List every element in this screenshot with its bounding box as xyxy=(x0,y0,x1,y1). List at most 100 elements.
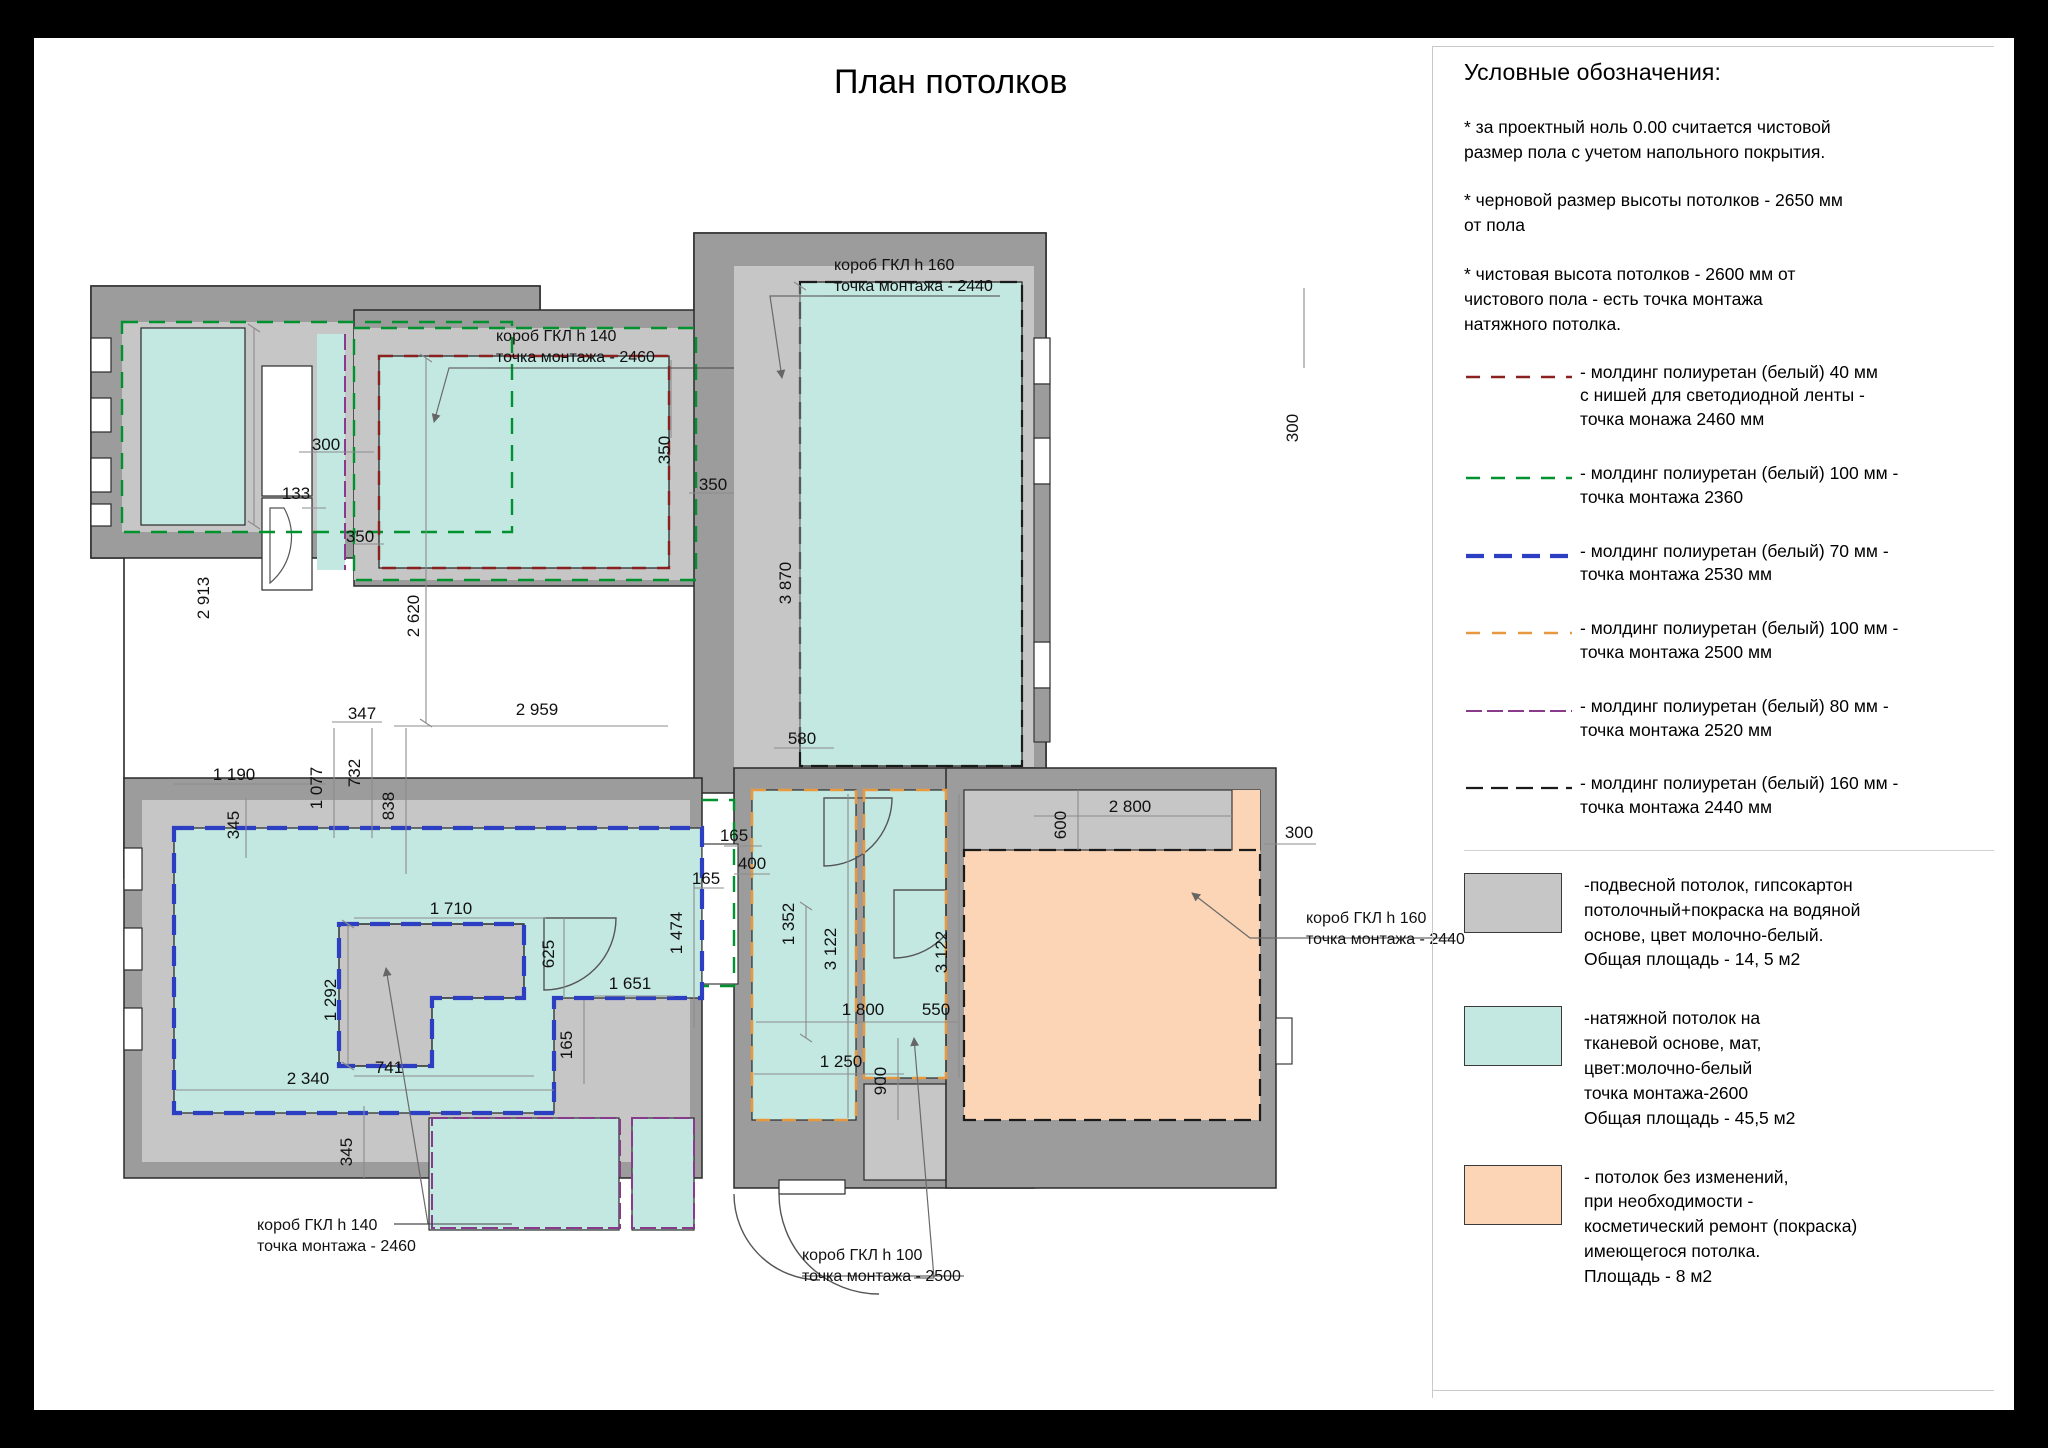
stretch-bath xyxy=(863,789,947,1079)
callout-line: точка монтажа - 2460 xyxy=(496,349,655,366)
molding-legend-item: - молдинг полиуретан (белый) 70 мм - точ… xyxy=(1464,540,1994,588)
molding-line-sample xyxy=(1464,627,1580,639)
dimension-label: 838 xyxy=(379,792,398,820)
legend-note-2: * чистовая высота потолков - 2600 мм от … xyxy=(1464,264,1796,334)
legend-separator xyxy=(1464,849,1994,851)
dimension-label: 347 xyxy=(348,704,376,723)
window-left-3 xyxy=(90,457,112,493)
door-swing-lower-left xyxy=(543,917,617,991)
dimension-label: 2 800 xyxy=(1109,797,1152,816)
callout-top-left: короб ГКЛ h 140 точка монтажа - 2460 xyxy=(496,328,655,366)
gypsum-right-lower-top xyxy=(963,789,1233,851)
molding-legend-text: - молдинг полиуретан (белый) 40 мм с ниш… xyxy=(1580,361,1878,430)
molding-green-central xyxy=(352,326,698,582)
window-lowerleft-2 xyxy=(123,927,143,971)
dimension-label: 1 292 xyxy=(321,979,340,1022)
dimension-label: 1 352 xyxy=(779,903,798,946)
dimension-label: 2 340 xyxy=(287,1069,330,1088)
dimension-label: 2 959 xyxy=(516,700,559,719)
door-swing-corridor-1 xyxy=(823,797,893,867)
callout-bottom-mid: короб ГКЛ h 100 точка монтажа - 2500 xyxy=(802,1247,961,1285)
niche-white-upper xyxy=(261,365,313,497)
dimension-label: 300 xyxy=(1285,823,1313,842)
molding-legend-text: - молдинг полиуретан (белый) 100 мм - то… xyxy=(1580,618,1899,662)
ceiling-type-swatch xyxy=(1464,1006,1562,1067)
legend-note-0: * за проектный ноль 0.00 считается чисто… xyxy=(1464,116,1831,162)
legend-heading: Условные обозначения: xyxy=(1464,59,1721,85)
ceiling-type-swatch xyxy=(1464,872,1562,933)
dimension-label: 625 xyxy=(539,940,558,968)
dimension-label: 345 xyxy=(337,1138,356,1166)
molding-blue-lower-left xyxy=(171,825,705,1116)
panel-divider-top xyxy=(1432,46,1994,47)
molding-black-right-lower xyxy=(962,848,1262,1122)
window-lowerleft-1 xyxy=(123,847,143,891)
callout-line: короб ГКЛ h 160 xyxy=(1306,910,1427,927)
dimension-label: 1 710 xyxy=(430,899,473,918)
door-swing-bedroom xyxy=(269,507,293,585)
drawing-sheet: План потолков xyxy=(34,38,2014,1410)
panel-divider-vertical xyxy=(1432,46,1433,1398)
wall-pier-right-3 xyxy=(1033,687,1051,743)
callout-line: короб ГКЛ h 100 xyxy=(802,1247,923,1264)
legend-note-1: * черновой размер высоты потолков - 2650… xyxy=(1464,190,1843,236)
callout-line: короб ГКЛ h 160 xyxy=(834,257,955,274)
dimension-label: 2 620 xyxy=(404,595,423,638)
ceiling-type-text: - потолок без изменений, при необходимос… xyxy=(1584,1166,1858,1286)
stretch-corridor xyxy=(751,789,857,1121)
ceiling-plan-drawing: План потолков xyxy=(90,63,1465,1295)
dimension-label: 580 xyxy=(788,729,816,748)
callout-line: короб ГКЛ h 140 xyxy=(496,328,617,345)
ceiling-type-legend-item: -натяжной потолок на тканевой основе, ма… xyxy=(1464,1006,1994,1130)
molding-line-sample xyxy=(1464,371,1580,383)
molding-legend-item: - молдинг полиуретан (белый) 40 мм с ниш… xyxy=(1464,361,1994,432)
molding-line-sample xyxy=(1464,782,1580,794)
molding-legend-text: - молдинг полиуретан (белый) 80 мм - точ… xyxy=(1580,695,1889,740)
molding-blue-island xyxy=(336,921,527,1069)
dimension-label: 300 xyxy=(1283,414,1302,442)
dimension-label: 300 xyxy=(312,435,340,454)
callout-line: точка монтажа - 2440 xyxy=(1306,931,1465,948)
dimension-label: 732 xyxy=(345,759,364,787)
dimension-label: 165 xyxy=(557,1031,576,1059)
dimension-label: 1 250 xyxy=(820,1052,863,1071)
dimension-label: 550 xyxy=(922,1000,950,1019)
ceiling-type-swatch xyxy=(1464,1164,1562,1225)
ceiling-type-text: -подвесной потолок, гипсокартон потолочн… xyxy=(1584,874,1861,970)
stretch-bedroom-left xyxy=(140,327,246,526)
molding-line-sample xyxy=(1464,472,1580,484)
dimension-label: 165 xyxy=(692,869,720,888)
door-opening-white-2 xyxy=(701,843,739,985)
callout-line: точка монтажа - 2440 xyxy=(834,278,993,295)
molding-green-corridor xyxy=(702,798,736,988)
molding-legend-item: - молдинг полиуретан (белый) 80 мм - точ… xyxy=(1464,695,1994,743)
dimension-lines xyxy=(174,286,1316,1178)
callout-line: точка монтажа - 2500 xyxy=(802,1268,961,1285)
window-right-lower xyxy=(1275,1017,1293,1065)
dimension-label: 1 190 xyxy=(213,765,256,784)
legend-panel: Условные обозначения: * за проектный нол… xyxy=(1464,56,1994,1323)
dimension-label: 350 xyxy=(346,527,374,546)
dimension-label: 900 xyxy=(871,1067,890,1095)
dimension-label: 345 xyxy=(224,811,243,839)
ceiling-type-legend-item: -подвесной потолок, гипсокартон потолочн… xyxy=(1464,872,1994,972)
entry-door-swing xyxy=(778,1193,880,1295)
entry-door-leaf xyxy=(778,1179,846,1195)
callout-right: короб ГКЛ h 160 точка монтажа - 2440 xyxy=(1306,910,1465,948)
dimension-label: 3 122 xyxy=(821,928,840,971)
callout-underlines xyxy=(394,295,1454,1277)
molding-legend-item: - молдинг полиуретан (белый) 160 мм - то… xyxy=(1464,772,1994,820)
stretch-bottom-room-a xyxy=(428,1117,620,1231)
dimension-label: 1 474 xyxy=(667,912,686,955)
molding-purple-bottom xyxy=(431,1117,621,1229)
window-left-2 xyxy=(90,397,112,433)
molding-green-top-left xyxy=(120,320,514,534)
dimension-label: 3 870 xyxy=(776,562,795,605)
dimension-ticks xyxy=(247,281,813,1071)
callout-top-center: короб ГКЛ h 160 точка монтажа - 2440 xyxy=(834,257,993,295)
molding-legend-item: - молдинг полиуретан (белый) 100 мм - то… xyxy=(1464,617,1994,665)
entry-door-swing-2 xyxy=(733,1193,821,1281)
wall-pier-right-2 xyxy=(1033,483,1051,643)
